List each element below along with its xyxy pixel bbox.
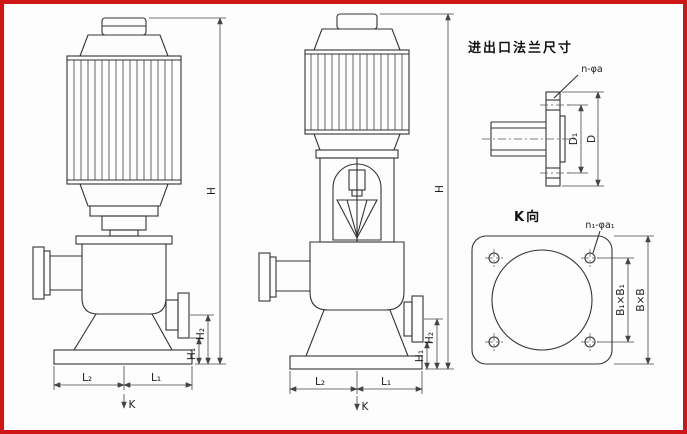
- mid-suction-flange: [258, 252, 271, 302]
- left-base-plate: [53, 349, 193, 365]
- mid-dim-label-L2: L₂: [315, 376, 325, 388]
- left-seal-housing: [101, 215, 147, 231]
- left-dim-label-H: H: [206, 187, 218, 195]
- left-pump-dimension-lines: [53, 17, 226, 409]
- k-view-dimension-lines: [597, 235, 654, 365]
- left-pump-pedestal: [73, 313, 173, 351]
- mid-pump-casing: [309, 241, 405, 311]
- mid-motor-terminal-box: [336, 13, 378, 30]
- mid-motor-cooling-fins: [310, 54, 403, 130]
- mid-discharge-flange: [411, 295, 424, 343]
- mid-motor-body: [304, 49, 410, 135]
- mid-motor-bottom-cap: [313, 133, 401, 151]
- left-motor-body: [66, 55, 182, 185]
- pump-dimension-drawing: H H₂ H₁ L₂ L₁ K: [32, 13, 654, 413]
- mid-dim-label-L1: L₁: [381, 376, 391, 388]
- flange-holes-leader-line: [553, 74, 579, 99]
- left-view-arrow-label-K: K: [129, 399, 137, 411]
- mid-motor-top-cap: [313, 28, 401, 51]
- flange-holes-label: n-φa: [581, 64, 603, 75]
- left-motor-bottom-cap: [79, 183, 169, 207]
- base-holes-leader-line: [592, 230, 601, 254]
- mid-view-arrow-label-K: K: [362, 401, 370, 413]
- mid-pump-pedestal: [305, 309, 409, 357]
- base-center-opening: [491, 249, 593, 351]
- mid-impeller: [336, 199, 378, 240]
- mid-lantern-window: [332, 163, 382, 241]
- left-pump-casing: [81, 243, 167, 315]
- middle-pump-drawing: [258, 13, 424, 370]
- mid-dim-label-H: H: [434, 185, 446, 193]
- flange-dim-label-D1: D₁: [568, 133, 580, 145]
- flange-detail-drawing: [482, 74, 579, 187]
- mid-base-plate: [289, 355, 423, 370]
- middle-pump-dimension-lines: [289, 13, 454, 411]
- k-view-dim-label-B1xB1: B₁×B₁: [615, 284, 627, 316]
- base-plate-outline: [471, 235, 613, 365]
- left-dim-label-H2: H₂: [195, 328, 207, 340]
- left-dim-label-L1: L₁: [151, 372, 161, 384]
- left-pump-cover: [75, 235, 173, 245]
- left-suction-flange: [32, 246, 45, 300]
- mid-dim-label-H1: H₁: [414, 350, 426, 362]
- left-discharge-flange: [177, 292, 190, 339]
- k-view-dim-label-BxB: B×B: [635, 288, 647, 311]
- flange-detail-title: 进出口法兰尺寸: [468, 40, 573, 56]
- left-dim-label-L2: L₂: [82, 372, 92, 384]
- k-view-title: K向: [514, 209, 541, 225]
- base-holes-label: n₁-φa₁: [585, 220, 614, 231]
- left-motor-top-cap: [79, 34, 169, 57]
- left-pump-drawing: [32, 17, 193, 365]
- mid-dim-label-H2: H₂: [424, 332, 436, 344]
- flange-detail-dimension-lines: [562, 91, 604, 187]
- flange-dim-label-D: D: [586, 135, 598, 143]
- left-motor-cooling-fins: [73, 60, 173, 180]
- k-view-drawing: [471, 230, 613, 365]
- left-dim-label-H1: H₁: [186, 348, 198, 360]
